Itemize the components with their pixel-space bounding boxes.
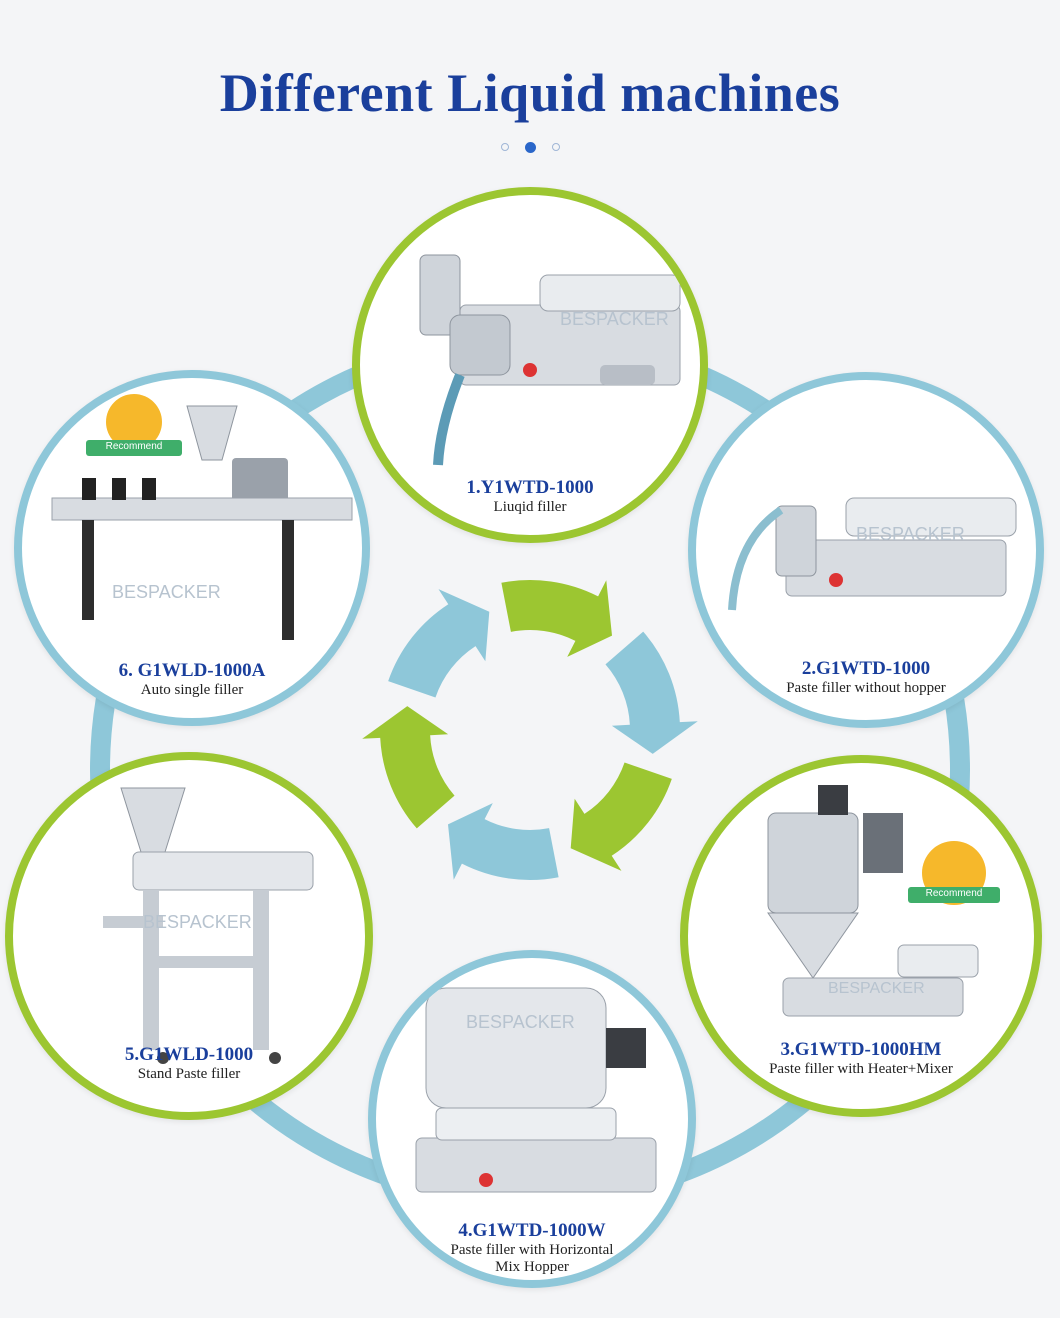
recommend-badge: Recommend [906, 835, 1002, 921]
machine-card-g1wtd-1000[interactable]: BESPACKER 2.G1WTD-1000 Paste filler with… [688, 372, 1044, 728]
machine-label: 5.G1WLD-1000 Stand Paste filler [13, 1044, 365, 1083]
machine-desc: Liuqid filler [493, 499, 567, 515]
thumbs-up-icon [86, 394, 182, 456]
machine-label: 3.G1WTD-1000HM Paste filler with Heater+… [688, 1039, 1034, 1078]
machine-desc: Mix Hopper [495, 1259, 569, 1275]
carousel-dot-active[interactable] [524, 141, 536, 153]
machine-card-y1wtd-1000[interactable]: BESPACKER 1.Y1WTD-1000 Liuqid filler [352, 187, 708, 543]
badge-text: Recommend [105, 441, 163, 452]
machine-name: 3.G1WTD-1000HM [780, 1039, 942, 1060]
cycle-arrow [570, 762, 672, 871]
cycle-arrow [605, 631, 698, 754]
watermark: BESPACKER [560, 309, 669, 329]
carousel-dots [0, 138, 1060, 156]
cycle-arrow [447, 803, 559, 880]
machine-name: 2.G1WTD-1000 [801, 658, 931, 679]
cycle-arrow [388, 589, 490, 698]
recommend-badge: Recommend [84, 392, 184, 464]
machine-image: BESPACKER [103, 787, 314, 1064]
machine-name: 1.Y1WTD-1000 [466, 477, 594, 498]
watermark: BESPACKER [112, 582, 221, 602]
machine-desc: Stand Paste filler [137, 1066, 241, 1082]
machine-card-g1wld-1000a[interactable]: BESPACKER Recommend 6. G1WLD-1000A Auto … [14, 370, 370, 726]
machine-name: 6. G1WLD-1000A [118, 660, 266, 681]
machine-label: 6. G1WLD-1000A Auto single filler [22, 660, 362, 699]
machine-desc: Paste filler with Heater+Mixer [769, 1061, 953, 1077]
cycle-arrow [501, 580, 613, 657]
machine-name: 5.G1WLD-1000 [124, 1044, 254, 1065]
watermark: BESPACKER [828, 980, 925, 997]
machine-card-g1wld-1000[interactable]: BESPACKER 5.G1WLD-1000 Stand Paste fille… [5, 752, 373, 1120]
watermark: BESPACKER [143, 912, 252, 932]
machine-image: BESPACKER [419, 254, 681, 466]
watermark: BESPACKER [466, 1012, 575, 1032]
machine-image: BESPACKER [728, 497, 1017, 611]
machine-label: 4.G1WTD-1000W Paste filler with Horizont… [376, 1220, 688, 1276]
machine-label: 1.Y1WTD-1000 Liuqid filler [360, 477, 700, 516]
machine-label: 2.G1WTD-1000 Paste filler without hopper [696, 658, 1036, 697]
carousel-dot[interactable] [551, 143, 560, 152]
machine-image: BESPACKER [767, 785, 979, 1017]
machine-desc: Paste filler with Horizontal [450, 1242, 614, 1258]
machine-image: BESPACKER [51, 405, 353, 640]
carousel-dot[interactable] [500, 143, 509, 152]
machine-image: BESPACKER [415, 987, 657, 1193]
machine-card-g1wtd-1000w[interactable]: BESPACKER 4.G1WTD-1000W Paste filler wit… [368, 950, 696, 1288]
machine-desc: Auto single filler [140, 682, 244, 698]
machine-card-g1wtd-1000hm[interactable]: BESPACKER Recommend 3.G1WTD-1000HM Paste… [680, 755, 1042, 1117]
watermark: BESPACKER [856, 524, 965, 544]
badge-text: Recommend [925, 888, 983, 899]
cycle-arrow [362, 706, 455, 829]
machine-name: 4.G1WTD-1000W [458, 1220, 606, 1241]
thumbs-up-icon [908, 841, 1000, 905]
cycle-arrows [362, 580, 698, 880]
page-title: Different Liquid machines [219, 63, 841, 123]
machine-desc: Paste filler without hopper [786, 680, 946, 696]
